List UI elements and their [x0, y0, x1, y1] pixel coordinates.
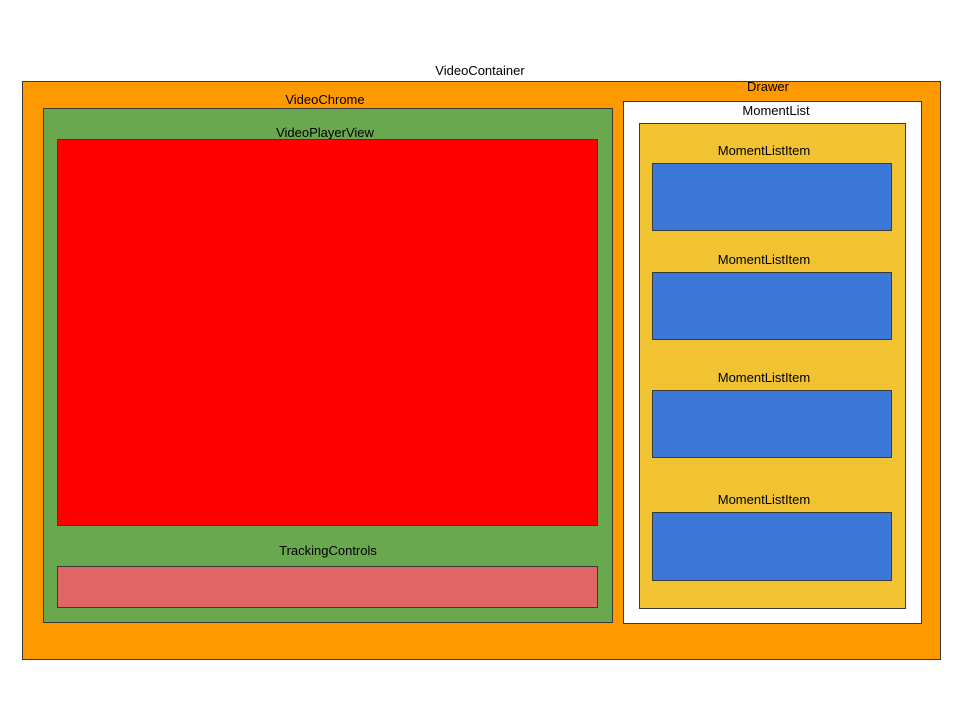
- tracking-controls-box: [57, 566, 598, 608]
- video-container-label: VideoContainer: [435, 63, 525, 78]
- moment-list-item-box: [652, 272, 892, 340]
- tracking-controls-label: TrackingControls: [279, 543, 377, 558]
- moment-list-item-label: MomentListItem: [717, 252, 811, 267]
- moment-list-item-label: MomentListItem: [717, 492, 811, 507]
- drawer-label: Drawer: [747, 79, 789, 94]
- moment-list-item-box: [652, 163, 892, 231]
- video-player-view-box: [57, 139, 598, 526]
- moment-list-label: MomentList: [742, 103, 810, 118]
- video-player-view-label: VideoPlayerView: [276, 125, 374, 140]
- video-chrome-label: VideoChrome: [285, 92, 365, 107]
- moment-list-item-label: MomentListItem: [717, 370, 811, 385]
- moment-list-item-label: MomentListItem: [717, 143, 811, 158]
- moment-list-item-box: [652, 390, 892, 458]
- moment-list-item-box: [652, 512, 892, 581]
